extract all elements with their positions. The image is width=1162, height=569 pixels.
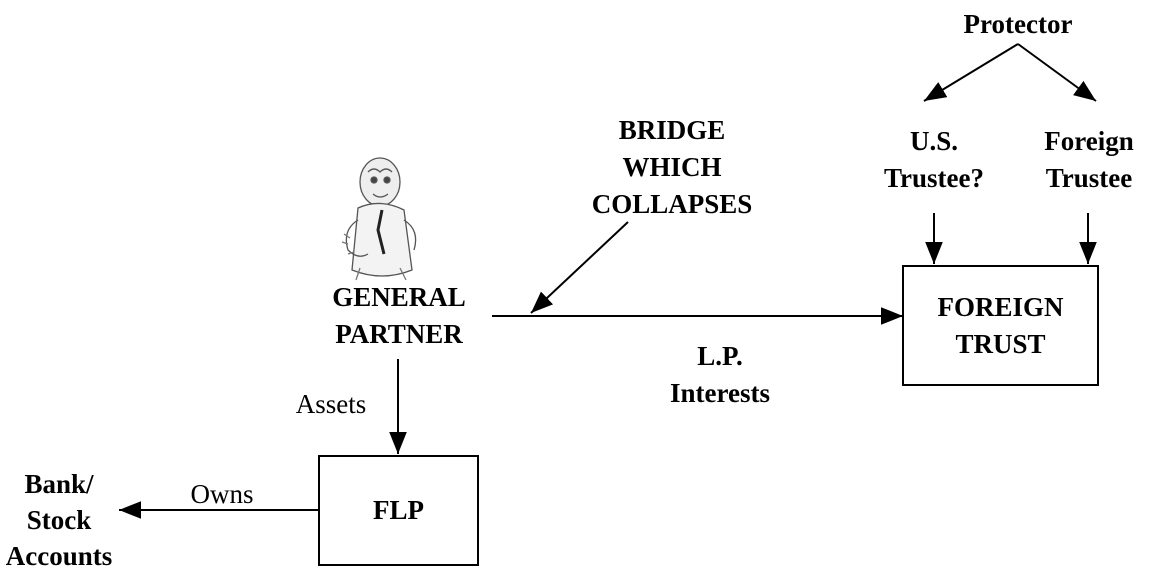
protector-to-us-trustee-arrow [923, 43, 1019, 102]
bank-accounts-line-3: Accounts [5, 541, 113, 568]
us-trustee-line-2: Trustee? [884, 163, 984, 193]
flp-label: FLP [373, 495, 424, 525]
bridge-pointer-arrow [530, 221, 629, 314]
protector-to-foreign-trustee-arrow [1017, 43, 1097, 102]
lp-interests-label: L.P. Interests [640, 338, 800, 412]
bridge-note-line-3: COLLAPSES [591, 189, 753, 219]
foreign-trust-line-2: TRUST [955, 329, 1046, 359]
foreign-trustee-label: Foreign Trustee [1024, 123, 1154, 197]
foreign-trustee-line-1: Foreign [1044, 126, 1134, 156]
assets-label: Assets [295, 389, 367, 419]
foreign-trustee-line-2: Trustee [1045, 163, 1133, 193]
foreign-trust-label: FOREIGN TRUST [904, 289, 1097, 363]
bank-accounts-line-2: Stock [26, 505, 92, 535]
flp-box: FLP [318, 455, 479, 566]
bridge-note-line-2: WHICH [622, 152, 722, 182]
general-partner-label: GENERAL PARTNER [310, 279, 488, 353]
general-partner-line-2: PARTNER [335, 319, 463, 349]
cartoon-man-icon [341, 157, 417, 281]
foreign-trust-box: FOREIGN TRUST [902, 265, 1099, 386]
bridge-note-line-1: BRIDGE [618, 115, 726, 145]
us-trustee-label: U.S. Trustee? [868, 123, 1000, 197]
us-trustee-line-1: U.S. [909, 126, 958, 156]
lp-interests-line-2: Interests [670, 378, 770, 408]
general-partner-line-1: GENERAL [332, 282, 466, 312]
owns-label: Owns [190, 479, 254, 509]
bridge-note-label: BRIDGE WHICH COLLAPSES [562, 112, 782, 223]
bank-accounts-line-1: Bank/ [24, 469, 94, 499]
foreign-trust-line-1: FOREIGN [937, 292, 1064, 322]
bank-accounts-label: Bank/ Stock Accounts [0, 466, 118, 568]
protector-label: Protector [963, 9, 1073, 39]
lp-interests-line-1: L.P. [697, 341, 743, 371]
